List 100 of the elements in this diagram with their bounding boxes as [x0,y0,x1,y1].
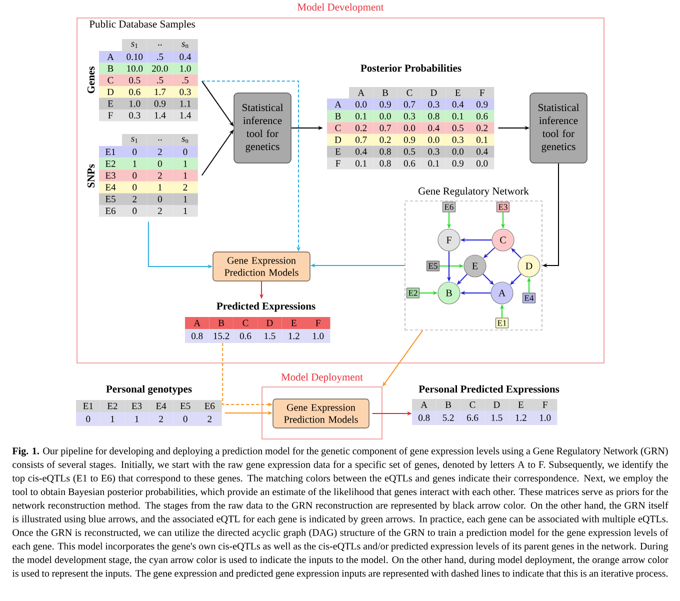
table-cell: 0.4 [172,51,198,63]
table-title: Predicted Expressions [216,302,316,312]
table-cell: 0 [147,193,173,205]
column-header: E [446,87,470,98]
table-title: Personal genotypes [106,385,192,395]
column-header: F [306,317,330,329]
table-cell: 1 [122,158,148,170]
table-cell: 0 [172,146,198,158]
row-header: E2 [99,158,122,170]
table-cell: 1 [172,193,198,205]
table-cell: 1.5 [484,410,509,425]
table-cell: 0.1 [349,110,374,122]
side-label: Genes [87,66,95,94]
table-cell: 0.7 [349,134,374,146]
model-box: Gene Expression Prediction Models [212,252,310,282]
table-cell: 1.0 [306,329,330,343]
table-cell: 0 [122,205,148,217]
table-cell: 0.5 [446,122,470,134]
column-header: s$_{1}$ [122,134,148,146]
column-header: E1 [76,400,100,412]
caption: Fig. 1. Our pipeline for developing and deploying a prediction model for the genetic component of gene expression levels using a Gene Regulatory Network (GRN) consists of several stages. Initially, we start with the raw gene expression data for a specific set of genes, denoted by letters A to F. Subsequently, we identify the top cis-eQTLs (E1 to E6) that correspond to these genes. The matching colors between the eQTLs and genes indicate their correspondence. Next, we employ the tool to obtain Bayesian posterior probabilities, which provide an estimate of the likelihood that genes interact with each other. These matrices serve as priors for the network reconstruction method. The stages from the raw data to the GRN reconstruction are represented by black arrow color. On the other hand, the GRN itself is illustrated using blue arrows, and the associated eQTL for each gene is indicated by green arrows. In practice, each gene can be associated with multiple eQTLs. Once the GRN is reconstructed, we can utilize the directed acyclic graph (DAG) structure of the GRN to train a prediction model for the gene expression levels of each gene. This model incorporates the gene's own cis-eQTLs as well as the cis-eQTLs and/or predicted expression levels of its parent genes in the network. During the model development stage, the cyan arrow color is used to indicate the inputs to the model. On the other hand, during model deployment, the orange arrow color is used to represent the inputs. The gene expression and predicted gene expression inputs are represented with dashed lines to indicate that this is an iterative process. [12,447,668,579]
table-cell: 0.2 [373,134,398,146]
snp-box: E4 [522,292,536,304]
table-cell: 0.0 [349,98,374,110]
table-cell: 1 [172,158,198,170]
column-header: A [349,87,374,98]
row-header: C [99,74,122,86]
table-cell: 1 [172,205,198,217]
row-header: E [99,98,122,110]
column-header: E3 [124,400,149,412]
column-header: .. [147,134,173,146]
table-cell: 0.10 [122,51,148,63]
row-header: E4 [99,181,122,194]
table-cell: 0.1 [470,134,494,146]
snp-box: E6 [442,202,456,212]
row-header: F [99,110,122,122]
arrow [510,273,522,285]
column-header: E [508,399,533,410]
column-header: E6 [198,400,222,412]
table-cell: 0.0 [397,122,422,134]
column-header: B [209,317,234,329]
table-cell: 0 [173,412,198,426]
table-cell: 0.6 [122,86,148,98]
row-header: E6 [99,205,122,217]
table-cell: 1.5 [258,329,282,343]
table-cell: 0.9 [470,98,494,110]
table-cell: 0.3 [172,86,198,98]
snp-box: E2 [406,288,420,298]
table-cell: 0.5 [397,146,422,158]
column-header: s$_{n}$ [172,39,198,51]
process-box: Statistical inference tool for genetics [530,92,588,164]
column-header: D [484,399,509,410]
table-cell: 1 [124,412,149,426]
table-cell: .5 [172,74,198,86]
table-cell: 1.4 [172,110,198,122]
section-title: Model Development [298,3,384,13]
table-cell: 1.0 [172,62,198,74]
table-cell: 0.8 [185,329,210,343]
snp-box: E1 [496,318,508,328]
column-header: E4 [148,400,174,412]
table-cell: 0.8 [412,410,436,425]
snp-box: E5 [426,260,440,272]
table-cell: 0.9 [373,98,398,110]
table-cell: 0.0 [373,110,398,122]
table-cell: 0.5 [122,74,148,86]
side-label: SNPs [87,164,95,188]
table-cell: 0.8 [373,158,398,170]
row-header: A [99,51,122,63]
table-cell: 15.2 [209,329,234,343]
row-header: E [327,146,349,158]
table-cell: 0 [122,181,148,194]
column-header: C [397,87,422,98]
table-cell: 2 [122,193,148,205]
table-cell: 0.2 [349,122,374,134]
column-header: D [258,317,282,329]
table-cell: 2 [198,412,222,426]
row-header: D [99,86,122,98]
column-header: B [373,87,398,98]
table-cell: 0.1 [349,158,374,170]
table-cell: 0.8 [422,110,446,122]
table-cell: 0.3 [422,146,446,158]
table-cell: 0.4 [470,146,494,158]
table-cell: 1 [172,170,198,182]
column-header: F [533,399,558,410]
column-header: C [460,399,485,410]
table-cell: 0 [122,170,148,182]
table-cell: 0.0 [446,146,470,158]
table-cell: 2 [147,170,173,182]
table-cell: 20.0 [147,62,173,74]
column-header: A [412,399,436,410]
table-cell: 0.1 [422,158,446,170]
table-cell: 0.4 [349,146,374,158]
table-cell: 0.8 [373,146,398,158]
column-header: E5 [173,400,198,412]
table-cell: 5.2 [436,410,460,425]
table-cell: 0.6 [470,110,494,122]
table-cell: 10.0 [122,62,148,74]
arrow [482,273,494,285]
table-title: Personal Predicted Expressions [418,385,560,395]
arrow [511,248,522,258]
